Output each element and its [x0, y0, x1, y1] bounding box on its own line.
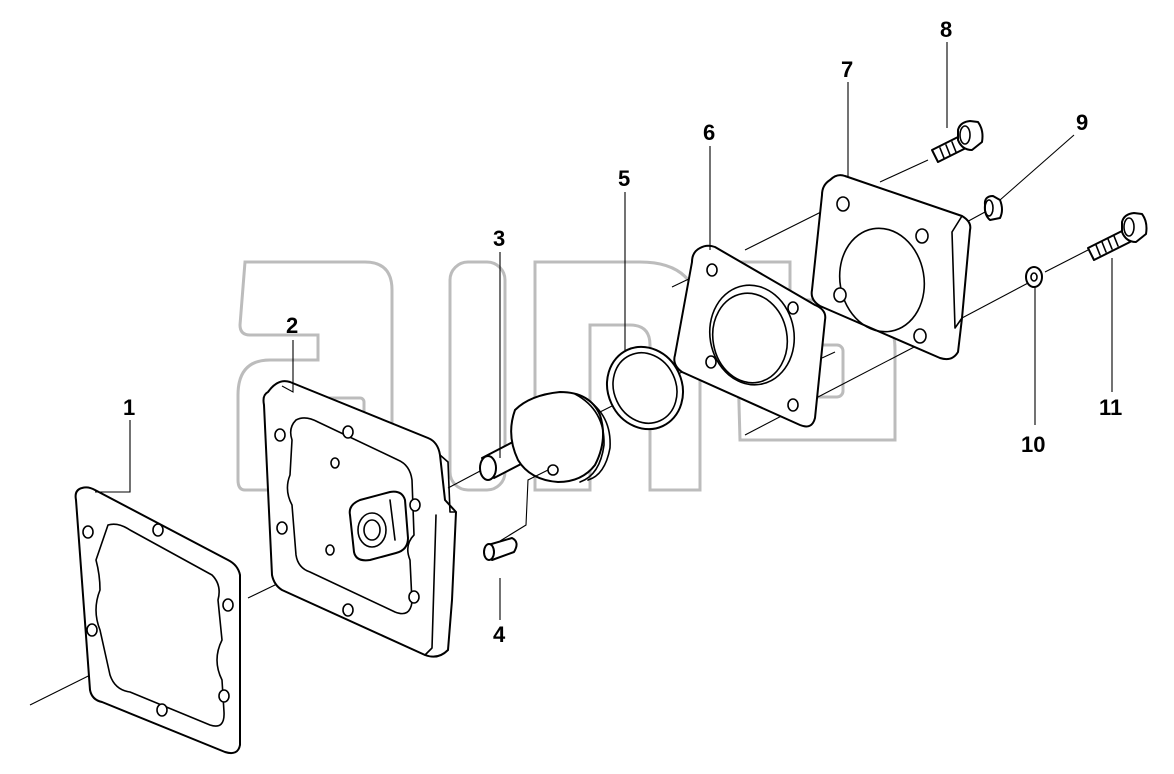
part-7-flange: [810, 174, 972, 361]
part-5-o-ring: [606, 345, 684, 431]
part-11-bolt: [1087, 212, 1148, 392]
part-2-cover-plate: [262, 380, 457, 658]
callout-numbers: 1 2 3 4 5 6 7 8 9 10 11: [123, 17, 1122, 647]
callout-8: 8: [940, 17, 952, 42]
callout-9: 9: [1076, 110, 1088, 135]
callout-4: 4: [493, 622, 506, 647]
callout-11: 11: [1099, 395, 1122, 420]
callout-3: 3: [493, 226, 505, 251]
callout-1: 1: [123, 395, 135, 420]
callout-2: 2: [286, 313, 298, 338]
part-9-cap: [983, 134, 1075, 221]
part-6-gasket: [673, 244, 827, 428]
part-1-gasket: [74, 486, 241, 755]
part-3-piston: [479, 391, 611, 483]
callout-5: 5: [618, 166, 630, 191]
part-8-bolt: [931, 120, 984, 163]
callout-leader-lines: [95, 42, 948, 620]
callout-7: 7: [841, 57, 853, 82]
callout-6: 6: [703, 120, 715, 145]
part-4-pin: [483, 469, 549, 561]
callout-10: 10: [1021, 432, 1045, 457]
part-10-washer: [1025, 266, 1043, 425]
